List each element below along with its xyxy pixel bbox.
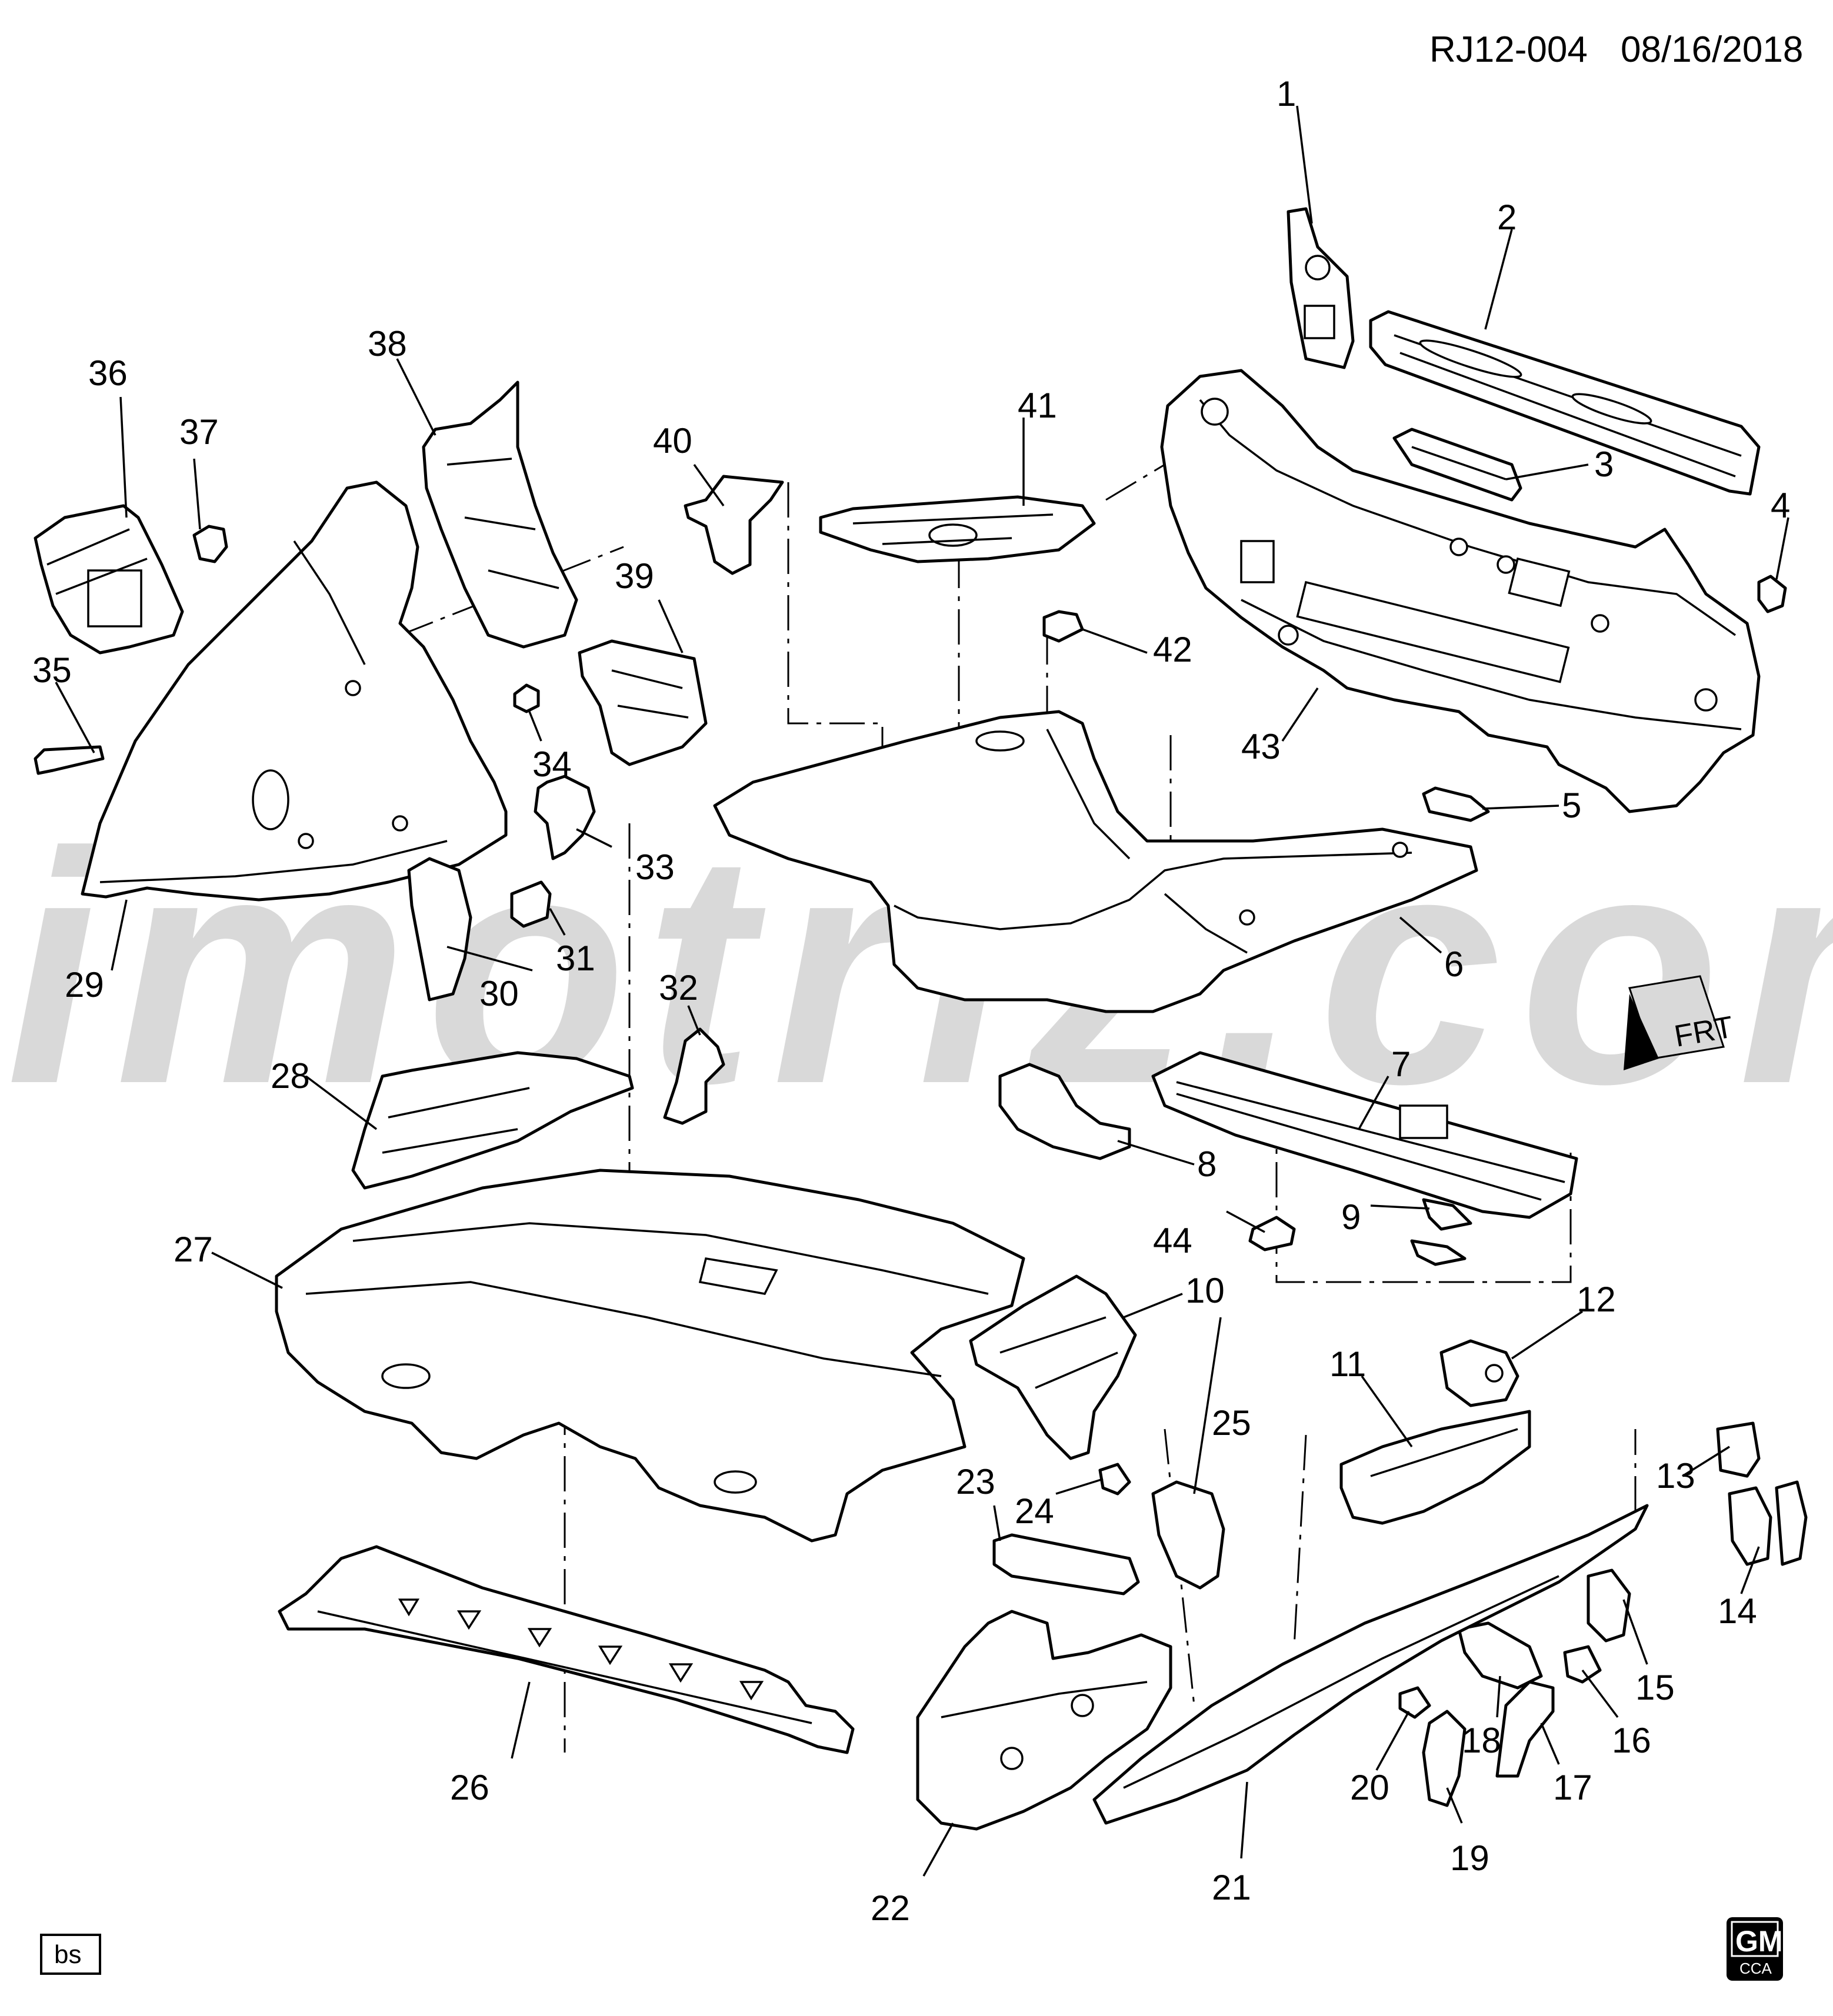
part-9-bracket-pair bbox=[1410, 1198, 1472, 1266]
callout-8: 8 bbox=[1197, 1144, 1217, 1184]
part-27-rear-floor-pan bbox=[275, 1169, 1025, 1543]
callout-35: 35 bbox=[32, 650, 72, 690]
part-7-rail-assembly bbox=[1151, 1051, 1578, 1219]
artist-code: bs bbox=[54, 1940, 81, 1969]
callout-9: 9 bbox=[1341, 1197, 1361, 1237]
callout-17: 17 bbox=[1553, 1768, 1592, 1807]
part-33-bracket bbox=[534, 775, 596, 860]
callout-10: 10 bbox=[1185, 1271, 1225, 1310]
part-30-bracket bbox=[407, 857, 472, 1002]
part-17-bracket bbox=[1495, 1680, 1555, 1778]
callout-43: 43 bbox=[1241, 727, 1281, 766]
callout-37: 37 bbox=[179, 412, 219, 452]
artist-code-box: bs bbox=[40, 1934, 101, 1975]
part-20-clip bbox=[1398, 1686, 1431, 1719]
part-44-clip bbox=[1248, 1216, 1296, 1251]
callout-1: 1 bbox=[1277, 74, 1296, 114]
callout-14: 14 bbox=[1718, 1591, 1757, 1631]
callout-2: 2 bbox=[1497, 198, 1517, 237]
diagram-header: RJ12-004 08/16/2018 bbox=[1429, 29, 1803, 70]
callout-39: 39 bbox=[615, 556, 654, 596]
callout-42: 42 bbox=[1153, 630, 1192, 669]
callout-16: 16 bbox=[1612, 1721, 1651, 1760]
callout-34: 34 bbox=[532, 745, 572, 784]
part-18-bracket bbox=[1457, 1621, 1543, 1690]
callout-24: 24 bbox=[1015, 1491, 1054, 1531]
callout-38: 38 bbox=[368, 324, 407, 363]
part-36-panel bbox=[34, 504, 184, 655]
part-21-rocker-rail bbox=[1092, 1504, 1649, 1825]
part-5-bracket bbox=[1422, 786, 1490, 822]
callout-32: 32 bbox=[659, 968, 698, 1007]
callout-6: 6 bbox=[1444, 944, 1464, 984]
part-14-bracket bbox=[1728, 1480, 1808, 1566]
part-32-bracket bbox=[663, 1027, 725, 1125]
part-23-bracket bbox=[992, 1533, 1140, 1596]
part-2-upper-rail bbox=[1369, 310, 1761, 496]
part-16-clip bbox=[1563, 1645, 1602, 1684]
part-26-cross-member bbox=[278, 1545, 855, 1754]
callout-21: 21 bbox=[1212, 1868, 1251, 1907]
callout-11: 11 bbox=[1329, 1344, 1366, 1384]
part-24-clip bbox=[1098, 1463, 1131, 1496]
callout-18: 18 bbox=[1462, 1721, 1501, 1760]
leader-lines bbox=[55, 105, 1789, 1877]
part-40-bracket bbox=[684, 475, 784, 575]
callout-26: 26 bbox=[450, 1768, 489, 1807]
callout-33: 33 bbox=[635, 847, 675, 887]
callout-41: 41 bbox=[1018, 386, 1057, 425]
callout-23: 23 bbox=[956, 1462, 995, 1501]
part-22-wheelhouse-outer bbox=[916, 1610, 1172, 1831]
part-42-clip bbox=[1042, 610, 1084, 643]
callout-12: 12 bbox=[1577, 1280, 1616, 1319]
reference-code: RJ12-004 bbox=[1429, 29, 1588, 70]
part-3-rail-bracket bbox=[1392, 428, 1522, 502]
part-6-rear-floor-pan bbox=[713, 710, 1478, 1013]
callout-22: 22 bbox=[871, 1888, 910, 1928]
part-25-bracket bbox=[1151, 1480, 1225, 1590]
gm-logo-text: GM bbox=[1735, 1925, 1783, 1958]
callout-27: 27 bbox=[174, 1230, 213, 1269]
part-38-wheelhouse-bracket bbox=[422, 380, 578, 649]
callout-13: 13 bbox=[1656, 1456, 1695, 1496]
part-10-bracket bbox=[969, 1274, 1137, 1460]
part-39-bracket bbox=[578, 639, 708, 766]
callout-7: 7 bbox=[1391, 1044, 1411, 1084]
part-13-plate bbox=[1716, 1421, 1761, 1478]
diagram-date: 08/16/2018 bbox=[1621, 29, 1803, 70]
part-35-bracket bbox=[34, 745, 105, 775]
part-28-floor-panel bbox=[351, 1051, 634, 1190]
gm-logo: GM CCA bbox=[1727, 1917, 1783, 1981]
part-8-bracket bbox=[998, 1063, 1131, 1160]
callout-25: 25 bbox=[1212, 1403, 1251, 1443]
part-15-bracket bbox=[1587, 1568, 1631, 1643]
callout-3: 3 bbox=[1594, 445, 1614, 484]
part-37-fastener bbox=[192, 525, 228, 563]
callout-20: 20 bbox=[1350, 1768, 1389, 1807]
callout-28: 28 bbox=[271, 1056, 310, 1096]
callout-4: 4 bbox=[1771, 486, 1790, 525]
part-31-bracket bbox=[510, 880, 552, 928]
callout-29: 29 bbox=[65, 965, 104, 1004]
part-34-nut bbox=[513, 683, 540, 713]
callout-44: 44 bbox=[1153, 1221, 1192, 1260]
part-11-rail-extension bbox=[1339, 1410, 1531, 1525]
callout-19: 19 bbox=[1450, 1838, 1489, 1878]
callout-labels: 1 2 3 4 5 6 7 8 9 10 11 12 13 14 15 16 1… bbox=[32, 74, 1790, 1928]
part-12-bracket bbox=[1439, 1339, 1519, 1407]
part-29-wheelhouse-inner bbox=[81, 480, 508, 902]
gm-logo-subtext: CCA bbox=[1739, 1960, 1772, 1977]
part-4-clip bbox=[1757, 575, 1787, 613]
callout-36: 36 bbox=[88, 353, 128, 393]
part-19-bracket bbox=[1422, 1710, 1467, 1807]
callout-15: 15 bbox=[1635, 1668, 1675, 1707]
part-1-upper-bracket-plate bbox=[1287, 207, 1355, 369]
callout-31: 31 bbox=[556, 939, 595, 978]
callout-40: 40 bbox=[653, 421, 692, 460]
callout-5: 5 bbox=[1562, 786, 1581, 825]
part-43-rear-end-panel bbox=[1160, 369, 1761, 813]
part-41-tray-panel bbox=[819, 495, 1096, 563]
callout-30: 30 bbox=[479, 974, 519, 1013]
